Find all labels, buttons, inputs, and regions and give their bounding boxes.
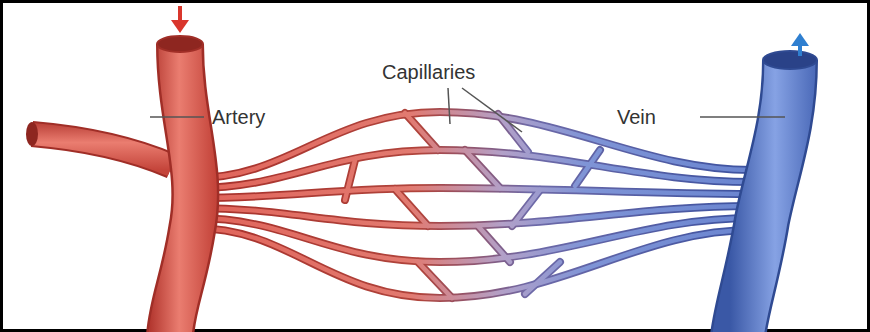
capillary-link	[395, 189, 428, 226]
capillary-link	[478, 226, 510, 262]
capillary-fill	[195, 112, 752, 298]
vein-vessel	[738, 60, 790, 332]
capillary-link	[525, 262, 560, 294]
leader-lines	[150, 88, 785, 132]
capillary-vessel	[195, 188, 752, 198]
leader-line	[462, 88, 522, 132]
capillary-link	[465, 150, 500, 188]
capillary-link	[575, 150, 600, 186]
capillary-vessel	[195, 228, 752, 298]
vein-opening	[763, 51, 817, 69]
vein-label: Vein	[617, 105, 656, 129]
capillary-vessel	[195, 206, 752, 226]
artery-opening	[157, 36, 203, 52]
capillary-vessel	[195, 188, 752, 198]
artery-branch	[32, 134, 172, 166]
flow-arrow-head	[171, 20, 189, 33]
capillary-vessel	[195, 112, 752, 178]
capillary-link	[418, 262, 452, 298]
artery-branch-outline	[32, 134, 172, 166]
leader-line	[448, 88, 450, 124]
flow-arrow-head	[791, 33, 809, 46]
capillary-link	[395, 189, 428, 226]
capillary-link	[498, 114, 528, 152]
capillary-link	[575, 150, 600, 186]
artery-branch-opening	[26, 122, 38, 146]
flow-arrow-shaft	[178, 6, 182, 22]
capillary-vessel	[195, 150, 752, 188]
capillary-link	[465, 150, 500, 188]
capillary-link	[345, 160, 355, 200]
capillary-link	[478, 226, 510, 262]
capillary-vessel	[195, 112, 752, 178]
leader-line	[150, 116, 204, 118]
capillaries-label: Capillaries	[382, 60, 475, 84]
leader-line	[700, 116, 785, 118]
artery-label: Artery	[212, 105, 265, 129]
capillary-link	[405, 113, 438, 150]
artery-vessel	[170, 44, 195, 332]
capillary-outline	[195, 112, 752, 298]
capillary-link	[405, 113, 438, 150]
capillary-vessel	[195, 150, 752, 188]
capillary-link	[512, 190, 540, 226]
vein-outline	[738, 60, 790, 332]
capillary-link	[345, 160, 355, 200]
capillary-link	[418, 262, 452, 298]
artery-outline	[170, 44, 195, 332]
